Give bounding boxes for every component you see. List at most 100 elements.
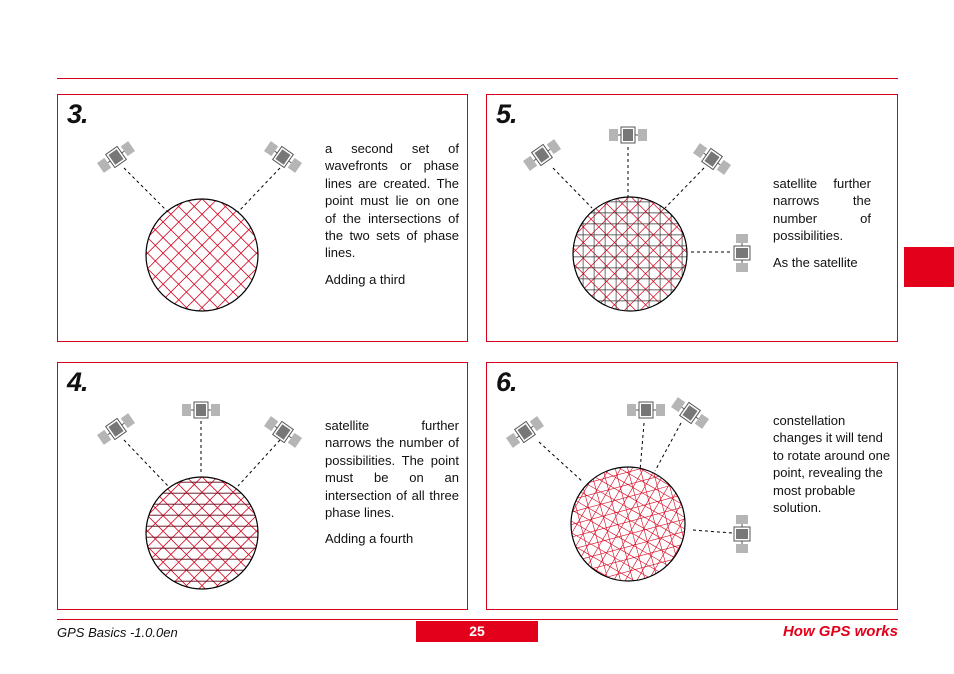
wavefront-line <box>571 467 685 477</box>
wavefront-line <box>166 477 258 569</box>
wavefront-line <box>146 199 246 299</box>
wavefront-line <box>146 477 238 569</box>
step-paragraph: Adding a third <box>325 271 406 287</box>
wavefront-line <box>172 225 258 311</box>
panel-step-4: 4. satellite further narrows the number … <box>57 362 468 610</box>
step-paragraph: constellation changes it will tend to ro… <box>773 413 891 516</box>
wavefront-line <box>188 241 258 311</box>
wavefront-line <box>182 477 258 553</box>
phase-diagram-6 <box>504 395 751 582</box>
document-title: GPS Basics -1.0.0en <box>57 625 178 640</box>
step-number: 3. <box>67 99 89 129</box>
wavefront-line <box>571 498 685 546</box>
wavefront-line <box>146 199 215 268</box>
position-circle <box>570 466 686 582</box>
wavefront-line <box>158 477 258 577</box>
wavefront-line <box>590 214 687 311</box>
step-paragraph: a second set of wavefronts or phase line… <box>325 141 459 261</box>
wavefront-line <box>571 467 685 512</box>
wavefront-line <box>573 197 687 311</box>
position-circle <box>145 476 259 590</box>
wavefront-line <box>146 241 216 311</box>
wavefront-line <box>575 199 687 311</box>
page-number: 25 <box>416 621 538 642</box>
wavefront-line <box>571 521 685 570</box>
wavefront-line <box>146 209 248 311</box>
wavefront-line <box>571 467 608 581</box>
wavefront-line <box>573 199 685 311</box>
wavefront-line <box>146 199 254 307</box>
wavefront-line <box>578 197 687 306</box>
wavefront-line <box>571 467 596 581</box>
position-circle <box>572 196 688 312</box>
wavefront-line <box>146 477 246 577</box>
wavefront-line <box>146 477 222 553</box>
wavefront-line <box>166 199 258 291</box>
wavefront-mesh <box>571 467 685 581</box>
wavefront-line <box>573 197 682 306</box>
wavefront-line <box>640 467 685 581</box>
wavefront-line <box>571 467 585 581</box>
wavefront-line <box>146 217 240 311</box>
step-paragraph: satellite further narrows the number of … <box>325 418 459 521</box>
wavefront-line <box>573 206 678 311</box>
wavefront-line <box>164 217 258 311</box>
step-paragraph: As the satellite <box>773 254 858 270</box>
wavefront-line <box>150 477 258 585</box>
step-paragraph: satellite further narrows the number of … <box>773 176 871 244</box>
wavefront-line <box>174 199 258 283</box>
wavefront-line <box>156 487 258 589</box>
wavefront-line <box>594 197 687 290</box>
wavefront-line <box>172 503 258 589</box>
wavefront-line <box>571 517 685 581</box>
step-text: a second set of wavefronts or phase line… <box>325 140 459 297</box>
wavefront-line <box>621 467 685 581</box>
step-number: 6. <box>496 367 518 397</box>
wavefront-line <box>146 199 230 283</box>
wavefront-line <box>174 477 258 561</box>
wavefront-line <box>573 197 658 282</box>
wavefront-line <box>571 526 680 581</box>
step-number: 5. <box>496 99 518 129</box>
wavefront-line <box>571 467 685 500</box>
wavefront-line <box>146 199 258 311</box>
wavefront-line <box>571 467 636 581</box>
wavefront-line <box>146 477 254 585</box>
wavefront-line <box>146 477 258 589</box>
position-circle <box>145 198 259 312</box>
wavefront-line <box>613 467 685 581</box>
wavefront-line <box>146 519 216 589</box>
wavefront-line <box>675 467 685 581</box>
step-text: satellite further narrows the number of … <box>773 175 871 280</box>
panel-step-5: 5. satellite further narrows the number … <box>486 94 898 342</box>
wavefront-line <box>606 467 654 581</box>
wavefront-line <box>602 197 687 282</box>
wavefront-line <box>598 222 687 311</box>
wavefront-line <box>146 199 258 311</box>
step-paragraph: Adding a fourth <box>325 531 414 547</box>
wavefront-line <box>571 544 685 581</box>
wavefront-line <box>146 477 230 561</box>
wavefront-line <box>573 197 674 298</box>
wavefront-line <box>158 199 258 299</box>
phase-diagram-4 <box>95 401 304 590</box>
wavefront-line <box>652 467 685 581</box>
wavefront-mesh <box>146 477 258 589</box>
step-text: satellite further narrows the number of … <box>325 417 459 557</box>
wavefront-line <box>582 206 687 311</box>
section-title: How GPS works <box>782 623 898 640</box>
wavefront-line <box>595 467 685 581</box>
wavefront-line <box>146 487 248 589</box>
wavefront-line <box>571 467 685 532</box>
wavefront-line <box>629 467 678 581</box>
wavefront-line <box>150 199 258 307</box>
wavefront-line <box>664 467 685 581</box>
wavefront-line <box>146 199 238 291</box>
wavefront-line <box>146 503 232 589</box>
wavefront-line <box>571 467 645 581</box>
step-number: 4. <box>67 367 89 397</box>
wavefront-line <box>573 222 662 311</box>
wavefront-line <box>573 197 666 290</box>
wavefront-line <box>571 509 685 581</box>
wavefront-line <box>571 467 685 541</box>
